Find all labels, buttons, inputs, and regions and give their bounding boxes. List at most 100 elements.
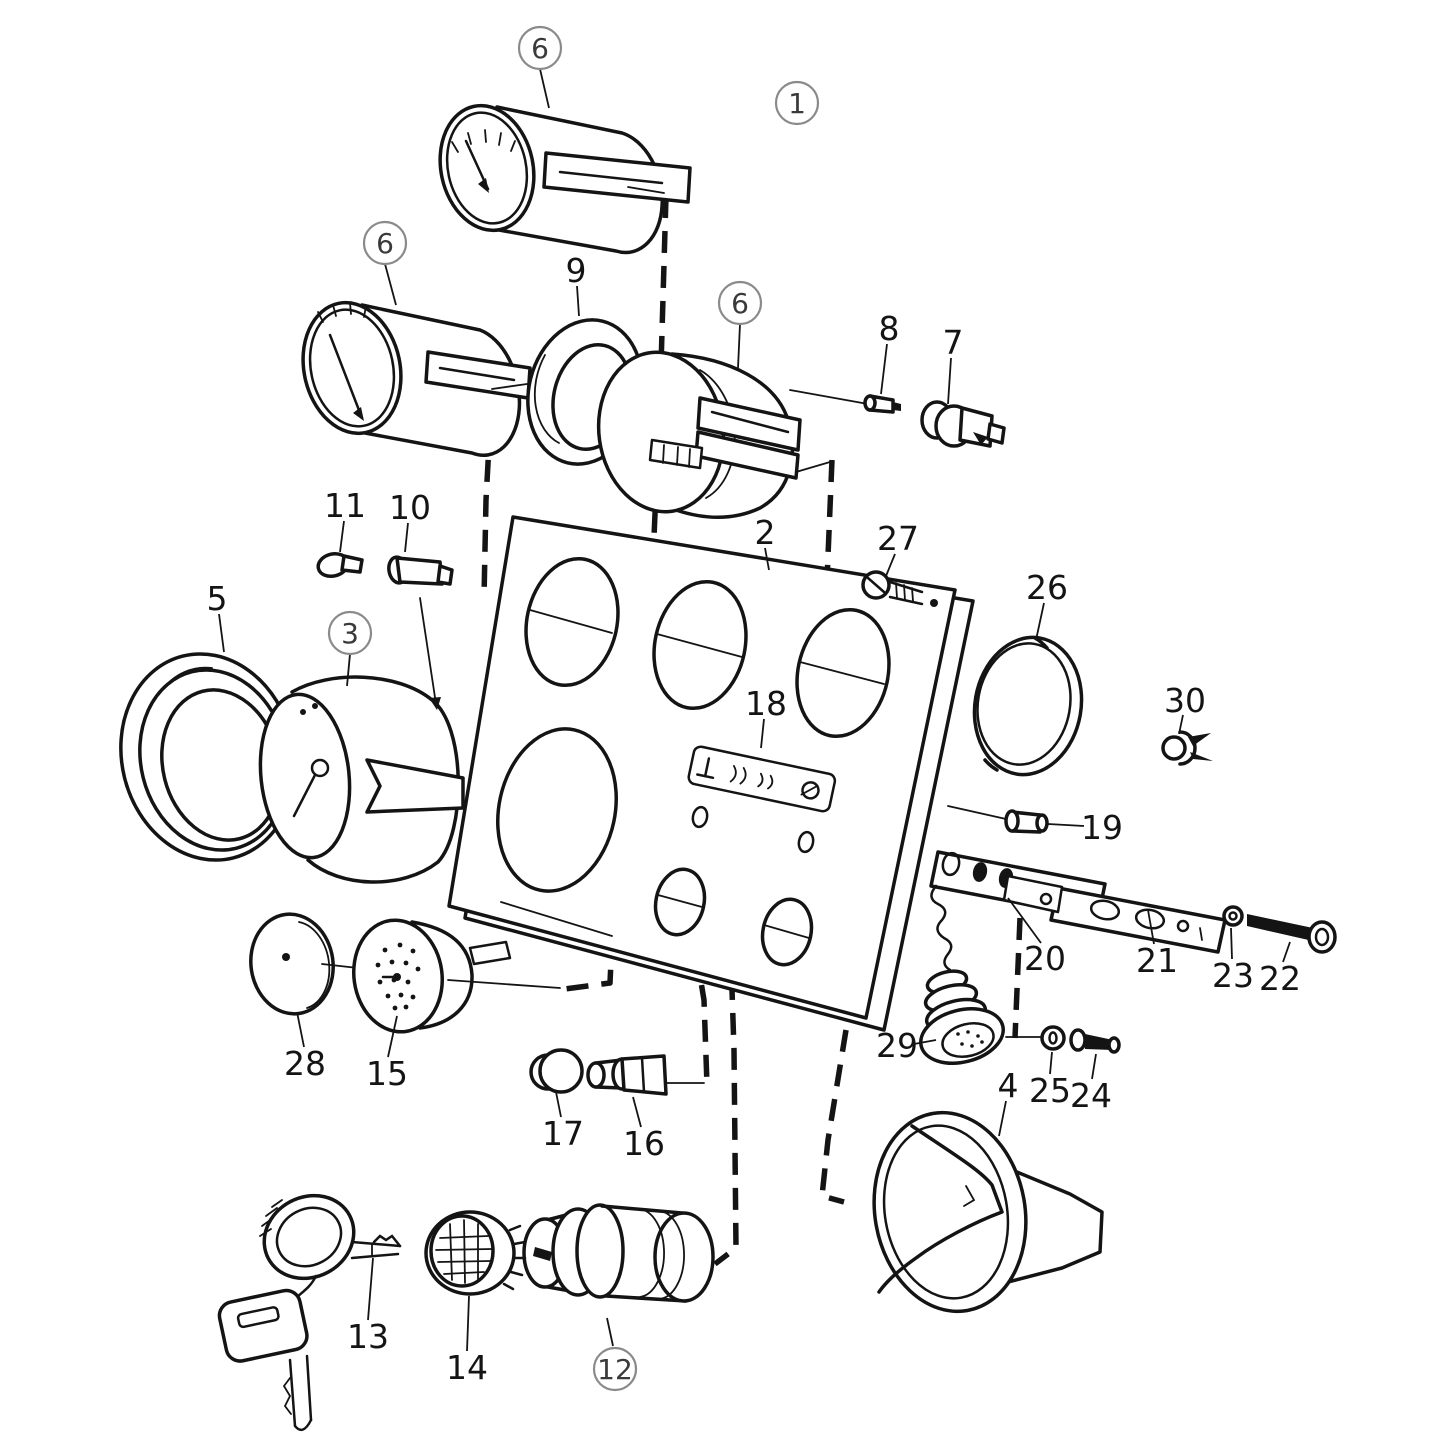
ignition-switch-12 — [522, 1203, 715, 1303]
callout-circle-6 — [517, 25, 563, 71]
leader-line-16 — [632, 1096, 642, 1128]
bulb-10 — [387, 555, 454, 586]
leader-line-25 — [1049, 1051, 1053, 1075]
leader-line-6 — [384, 263, 397, 306]
bulb-19 — [947, 805, 1049, 834]
keys-13 — [217, 1193, 402, 1432]
callout-circle-6 — [362, 220, 408, 266]
ring-nut-14 — [424, 1210, 527, 1296]
part-label-30: 30 — [1164, 681, 1206, 720]
callout-circle-6 — [717, 280, 763, 326]
leader-line-20 — [1007, 897, 1042, 944]
leader-line-6 — [539, 68, 550, 109]
leader-line-26 — [1035, 602, 1045, 641]
part-label-21: 21 — [1136, 941, 1178, 980]
part-label-16: 16 — [623, 1124, 665, 1163]
part-label-27: 27 — [877, 519, 919, 558]
leader-line-28 — [296, 1011, 305, 1048]
leader-line-9 — [576, 285, 580, 317]
part-label-26: 26 — [1026, 568, 1068, 607]
bracket-20-21 — [929, 850, 1227, 954]
leader-line-5 — [218, 613, 225, 653]
bulb-11 — [316, 551, 364, 579]
screw-24 — [1069, 1028, 1121, 1054]
part-label-11: 11 — [324, 486, 366, 525]
buzzer-holes — [375, 942, 421, 1011]
part-label-6: 6 — [376, 227, 394, 260]
part-label-8: 8 — [879, 309, 900, 348]
callout-circle-12 — [592, 1346, 638, 1392]
leader-line-29 — [913, 1039, 937, 1045]
part-label-23: 23 — [1212, 956, 1254, 995]
knob-4 — [872, 1110, 1104, 1314]
part-label-20: 20 — [1024, 939, 1066, 978]
leader-line-19 — [1047, 823, 1085, 827]
part-label-7: 7 — [943, 323, 964, 362]
part-label-17: 17 — [542, 1114, 584, 1153]
leader-line-2 — [764, 547, 770, 571]
leader-line-30 — [1178, 714, 1184, 735]
leader-line-8 — [880, 343, 888, 395]
part-label-6: 6 — [531, 32, 549, 65]
callout-circle-1 — [774, 80, 820, 126]
cap-28 — [249, 912, 359, 1016]
buzzer-15 — [351, 918, 561, 1034]
leader-line-14 — [466, 1295, 470, 1352]
lamp-socket-30 — [1161, 730, 1213, 766]
lens-17 — [529, 1048, 584, 1094]
part-label-1: 1 — [788, 87, 806, 120]
leader-line-27 — [885, 553, 896, 577]
leader-line-21 — [1147, 909, 1155, 945]
part-label-22: 22 — [1259, 959, 1301, 998]
part-label-3: 3 — [341, 617, 359, 650]
part-label-5: 5 — [207, 579, 228, 618]
part-label-10: 10 — [389, 488, 431, 527]
gauge-top — [438, 103, 692, 255]
part-label-29: 29 — [876, 1026, 918, 1065]
leader-line-6 — [737, 323, 741, 369]
leader-line-22 — [1282, 941, 1291, 963]
part-label-24: 24 — [1070, 1076, 1112, 1115]
leader-line-4 — [998, 1100, 1007, 1137]
leader-line-17 — [555, 1091, 562, 1118]
leader-line-3 — [346, 653, 351, 687]
panel-screw — [861, 570, 938, 607]
bolt-22 — [1247, 914, 1337, 954]
leader-line-12 — [606, 1317, 614, 1347]
part-label-4: 4 — [998, 1066, 1019, 1105]
part-label-12: 12 — [597, 1353, 633, 1386]
tachometer-3 — [258, 597, 465, 884]
leader-line-18 — [760, 718, 765, 749]
leader-line-13 — [367, 1257, 374, 1321]
leader-line-7 — [947, 357, 952, 405]
washer-23 — [1222, 905, 1244, 927]
part-label-25: 25 — [1029, 1071, 1071, 1110]
ring-nut-mesh — [435, 1219, 493, 1284]
ring-nut-knurl — [502, 1224, 527, 1291]
washer-25 — [1005, 1025, 1066, 1051]
leader-line-24 — [1091, 1053, 1097, 1080]
part-label-13: 13 — [347, 1317, 389, 1356]
sender-7 — [920, 400, 1006, 448]
callout-circle-3 — [327, 610, 373, 656]
part-label-19: 19 — [1081, 808, 1123, 847]
boot-29 — [919, 884, 1005, 1065]
bulb-8 — [863, 394, 901, 414]
leader-line-15 — [387, 1015, 398, 1058]
part-label-14: 14 — [446, 1348, 488, 1387]
part-label-18: 18 — [745, 684, 787, 723]
gauge-left — [301, 300, 532, 457]
gauge-middle — [596, 350, 869, 519]
part-label-28: 28 — [284, 1044, 326, 1083]
part-label-9: 9 — [566, 251, 587, 290]
part-label-6: 6 — [731, 287, 749, 320]
leader-line-23 — [1230, 927, 1233, 960]
instrument-panel-plate — [447, 515, 975, 1032]
symbol-plate — [687, 745, 837, 813]
leader-line-10 — [404, 522, 409, 553]
leader-line-11 — [339, 520, 345, 553]
socket-16 — [586, 1054, 705, 1096]
